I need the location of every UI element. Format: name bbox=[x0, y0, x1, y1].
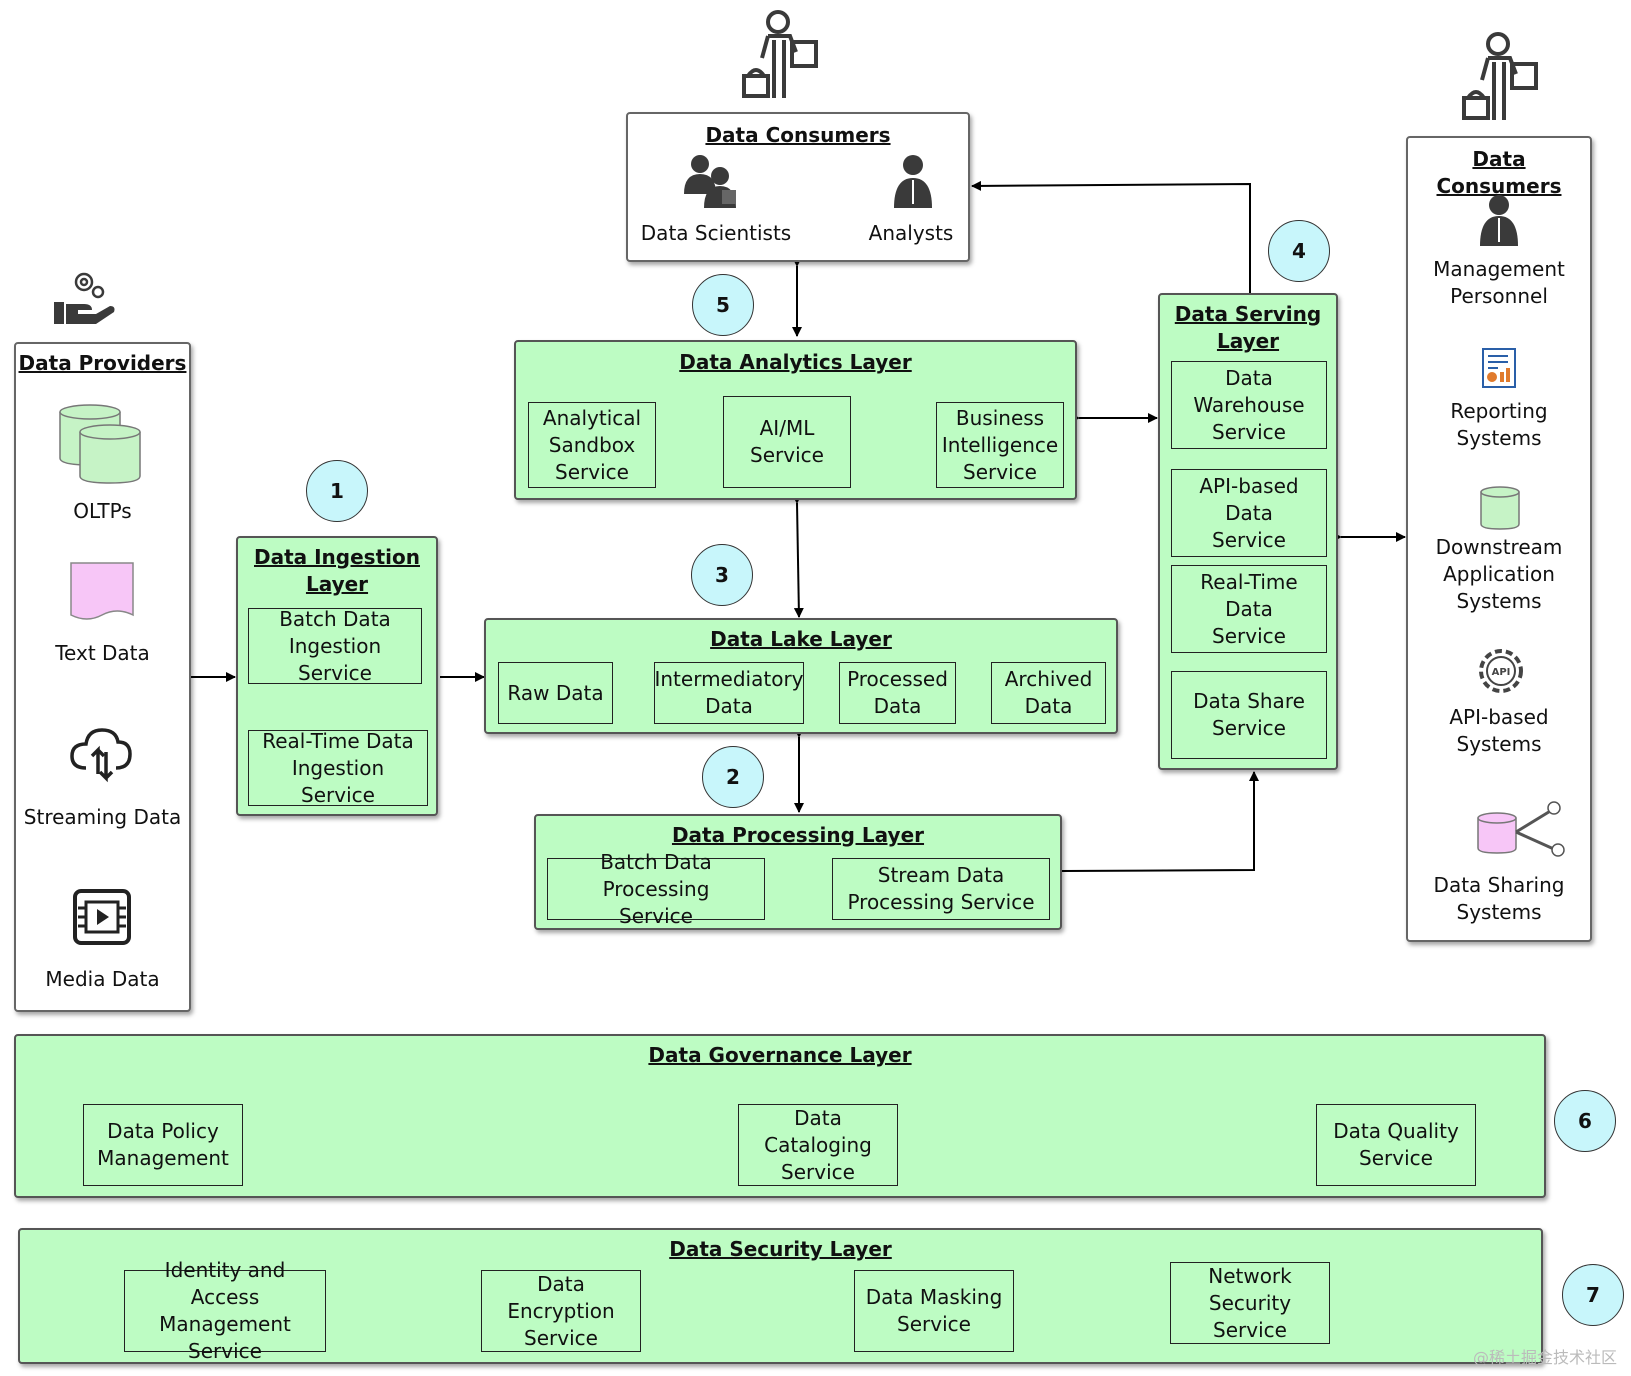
provider-label: OLTPs bbox=[73, 499, 132, 523]
archived-data-zone: Archived Data bbox=[991, 662, 1106, 724]
consumer-label: Data Sharing Systems bbox=[1433, 873, 1565, 924]
data-consumers-right-panel: Data Consumers Management Personnel Repo… bbox=[1406, 136, 1592, 942]
real-time-data-service: Real-Time Data Service bbox=[1171, 565, 1327, 653]
analytical-sandbox-service: Analytical Sandbox Service bbox=[528, 402, 656, 488]
raw-data-zone: Raw Data bbox=[498, 662, 613, 724]
data-sharing-icon bbox=[1477, 801, 1565, 857]
layer-title: Data Lake Layer bbox=[710, 627, 892, 651]
data-security-layer: Data Security Layer Identity and Access … bbox=[18, 1228, 1543, 1364]
stream-processing-service: Stream Data Processing Service bbox=[832, 858, 1050, 920]
layer-title: Data Analytics Layer bbox=[679, 350, 912, 374]
api-gear-icon: API bbox=[1479, 649, 1523, 693]
data-serving-layer: Data Serving Layer Data Warehouse Servic… bbox=[1158, 293, 1338, 770]
data-encryption-service: Data Encryption Service bbox=[481, 1270, 641, 1352]
data-consumers-top-panel: Data Consumers Data Scientists Analysts bbox=[626, 112, 970, 262]
data-scientists-icon bbox=[684, 155, 736, 208]
data-warehouse-service: Data Warehouse Service bbox=[1171, 361, 1327, 449]
consumer-label: Downstream Application Systems bbox=[1435, 535, 1563, 613]
consumer-label: Management Personnel bbox=[1433, 257, 1565, 308]
provider-label: Streaming Data bbox=[23, 805, 182, 829]
step-badge-7: 7 bbox=[1562, 1264, 1624, 1326]
business-intelligence-service: Business Intelligence Service bbox=[936, 402, 1064, 488]
processed-data-zone: Processed Data bbox=[839, 662, 956, 724]
media-player-icon bbox=[73, 889, 131, 945]
data-ingestion-layer: Data Ingestion Layer Batch Data Ingestio… bbox=[236, 536, 438, 816]
downstream-database-icon bbox=[1480, 486, 1520, 530]
data-lake-layer: Data Lake Layer Raw Data Intermediatory … bbox=[484, 618, 1118, 734]
step-badge-6: 6 bbox=[1554, 1090, 1616, 1152]
layer-title: Data Serving Layer bbox=[1174, 302, 1322, 353]
layer-title: Data Processing Layer bbox=[671, 823, 925, 847]
data-share-service: Data Share Service bbox=[1171, 671, 1327, 759]
shopper-icon bbox=[742, 10, 818, 98]
arrow-serving-consumers bbox=[971, 180, 1251, 293]
step-badge-2: 2 bbox=[702, 746, 764, 808]
cloud-sync-icon bbox=[70, 728, 132, 783]
identity-access-management-service: Identity and Access Management Service bbox=[124, 1258, 326, 1363]
panel-title: Data Consumers bbox=[705, 123, 891, 147]
oltp-database-icon bbox=[59, 404, 141, 484]
step-badge-4: 4 bbox=[1268, 220, 1330, 282]
svg-text:API: API bbox=[1492, 667, 1511, 678]
data-scientists-label: Data Scientists bbox=[640, 221, 792, 245]
realtime-ingestion-service: Real-Time Data Ingestion Service bbox=[248, 729, 428, 807]
step-badge-5: 5 bbox=[692, 274, 754, 336]
step-badge-3: 3 bbox=[691, 544, 753, 606]
watermark: @稀土掘金技术社区 bbox=[1472, 1348, 1617, 1367]
layer-title: Data Security Layer bbox=[669, 1237, 892, 1261]
data-masking-service: Data Masking Service bbox=[854, 1270, 1014, 1352]
text-document-icon bbox=[70, 562, 134, 620]
panel-title: Data Providers bbox=[18, 351, 187, 375]
management-person-icon bbox=[1480, 195, 1518, 246]
analysts-icon bbox=[894, 155, 932, 208]
shopper-icon bbox=[1462, 32, 1538, 120]
consumer-label: Reporting Systems bbox=[1450, 399, 1548, 450]
panel-title: Data Consumers bbox=[1436, 147, 1562, 198]
consumer-label: API-based Systems bbox=[1449, 705, 1549, 756]
data-cataloging-service: Data Cataloging Service bbox=[738, 1104, 898, 1186]
data-governance-layer: Data Governance Layer Data Policy Manage… bbox=[14, 1034, 1546, 1198]
intermediatory-data-zone: Intermediatory Data bbox=[654, 662, 804, 724]
data-quality-service: Data Quality Service bbox=[1316, 1104, 1476, 1186]
data-processing-layer: Data Processing Layer Batch Data Process… bbox=[534, 814, 1062, 930]
provider-label: Media Data bbox=[45, 967, 160, 991]
batch-ingestion-service: Batch Data Ingestion Service bbox=[248, 607, 422, 685]
api-based-data-service: API-based Data Service bbox=[1171, 469, 1327, 557]
arrow-analytics-lake bbox=[791, 493, 804, 618]
ai-ml-service: AI/ML Service bbox=[723, 396, 851, 488]
network-security-service: Network Security Service bbox=[1170, 1262, 1330, 1344]
batch-processing-service: Batch Data Processing Service bbox=[547, 850, 765, 928]
arrow-processing-serving bbox=[1061, 771, 1259, 872]
provider-hand-gear-icon bbox=[54, 272, 115, 324]
step-badge-1: 1 bbox=[306, 460, 368, 522]
layer-title: Data Ingestion Layer bbox=[254, 545, 420, 596]
data-providers-panel: Data Providers OLTPs Text Data Streaming… bbox=[14, 342, 191, 1012]
provider-label: Text Data bbox=[55, 641, 150, 665]
reporting-report-icon bbox=[1482, 348, 1516, 388]
data-analytics-layer: Data Analytics Layer Analytical Sandbox … bbox=[514, 340, 1077, 500]
analysts-label: Analysts bbox=[868, 221, 954, 245]
data-policy-management: Data Policy Management bbox=[83, 1104, 243, 1186]
layer-title: Data Governance Layer bbox=[648, 1043, 912, 1067]
